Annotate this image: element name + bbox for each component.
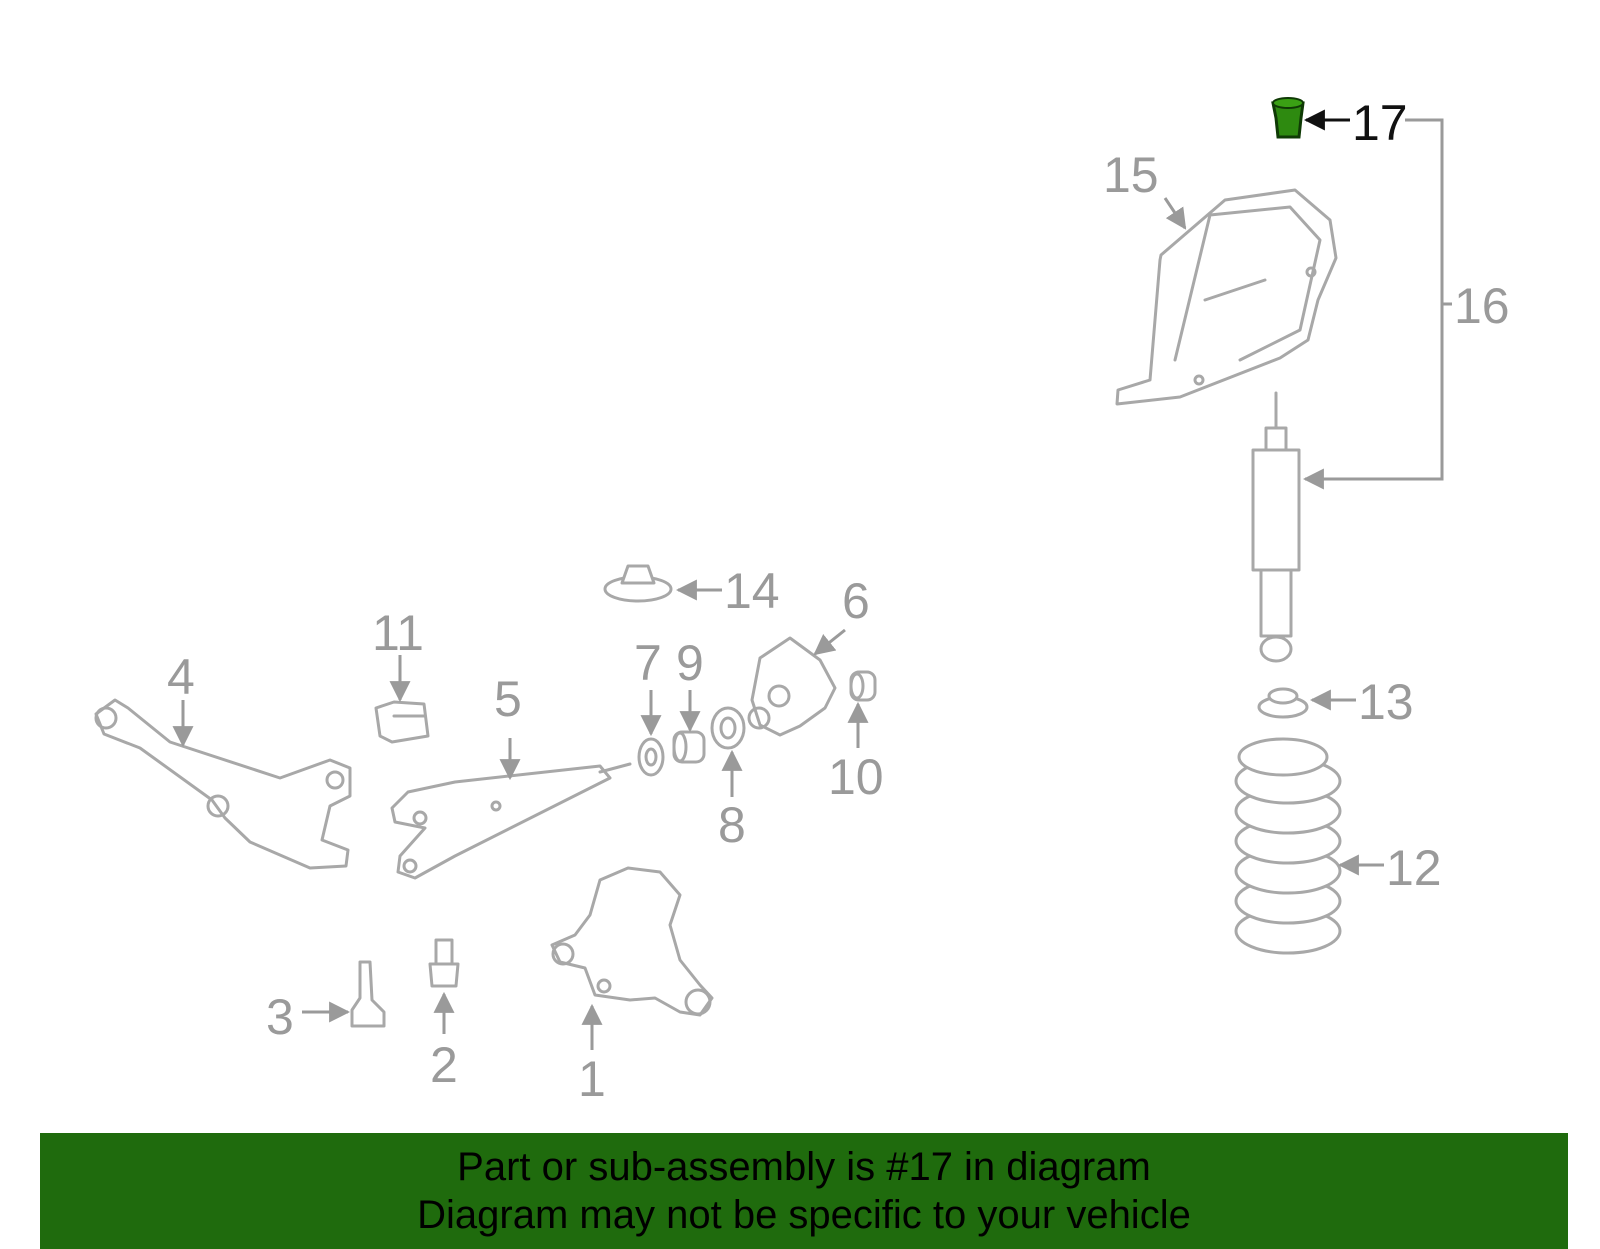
callout-6[interactable]: 6 bbox=[842, 573, 870, 629]
part-3-ball-joint[interactable] bbox=[350, 960, 386, 1028]
part-10-bushing[interactable] bbox=[849, 670, 877, 702]
leader-15 bbox=[1163, 197, 1187, 230]
callout-16[interactable]: 16 bbox=[1454, 278, 1510, 334]
info-banner: Part or sub-assembly is #17 in diagram D… bbox=[40, 1133, 1568, 1249]
part-12-coil-spring[interactable] bbox=[1234, 737, 1342, 955]
part-9-bushing[interactable] bbox=[672, 730, 706, 764]
callout-4[interactable]: 4 bbox=[167, 649, 195, 705]
callout-17[interactable]: 17 bbox=[1352, 95, 1408, 151]
part-8-washer[interactable] bbox=[710, 706, 746, 750]
callout-7[interactable]: 7 bbox=[634, 635, 662, 691]
callout-9[interactable]: 9 bbox=[676, 635, 704, 691]
part-2-ball-joint[interactable] bbox=[428, 938, 460, 988]
part-14-bumper[interactable] bbox=[603, 564, 673, 603]
part-shock-absorber[interactable] bbox=[1251, 391, 1301, 663]
callout-15[interactable]: 15 bbox=[1103, 147, 1159, 203]
callout-1[interactable]: 1 bbox=[578, 1051, 606, 1107]
part-13-insulator[interactable] bbox=[1257, 687, 1309, 719]
callout-3[interactable]: 3 bbox=[266, 989, 294, 1045]
part-11-bumper-block[interactable] bbox=[374, 700, 430, 744]
part-7-washer[interactable] bbox=[637, 737, 665, 777]
callout-12[interactable]: 12 bbox=[1386, 840, 1442, 896]
part-4-lower-control-arm[interactable] bbox=[94, 698, 352, 870]
callout-2[interactable]: 2 bbox=[430, 1037, 458, 1093]
callout-8[interactable]: 8 bbox=[718, 797, 746, 853]
banner-line-1: Part or sub-assembly is #17 in diagram bbox=[457, 1145, 1151, 1189]
bracket-16 bbox=[1302, 118, 1444, 490]
part-6-bracket[interactable] bbox=[747, 636, 837, 737]
callout-14[interactable]: 14 bbox=[724, 563, 780, 619]
callout-11[interactable]: 11 bbox=[372, 605, 424, 661]
callout-13[interactable]: 13 bbox=[1358, 674, 1414, 730]
part-15-spring-tower[interactable] bbox=[1115, 188, 1338, 406]
callout-5[interactable]: 5 bbox=[494, 671, 522, 727]
part-1-steering-knuckle[interactable] bbox=[550, 866, 714, 1017]
part-5-upper-control-arm[interactable] bbox=[390, 762, 632, 880]
banner-line-2: Diagram may not be specific to your vehi… bbox=[417, 1193, 1191, 1237]
part-17-bump-stop[interactable] bbox=[1271, 97, 1305, 139]
callout-10[interactable]: 10 bbox=[828, 749, 884, 805]
leader-6 bbox=[813, 628, 846, 656]
